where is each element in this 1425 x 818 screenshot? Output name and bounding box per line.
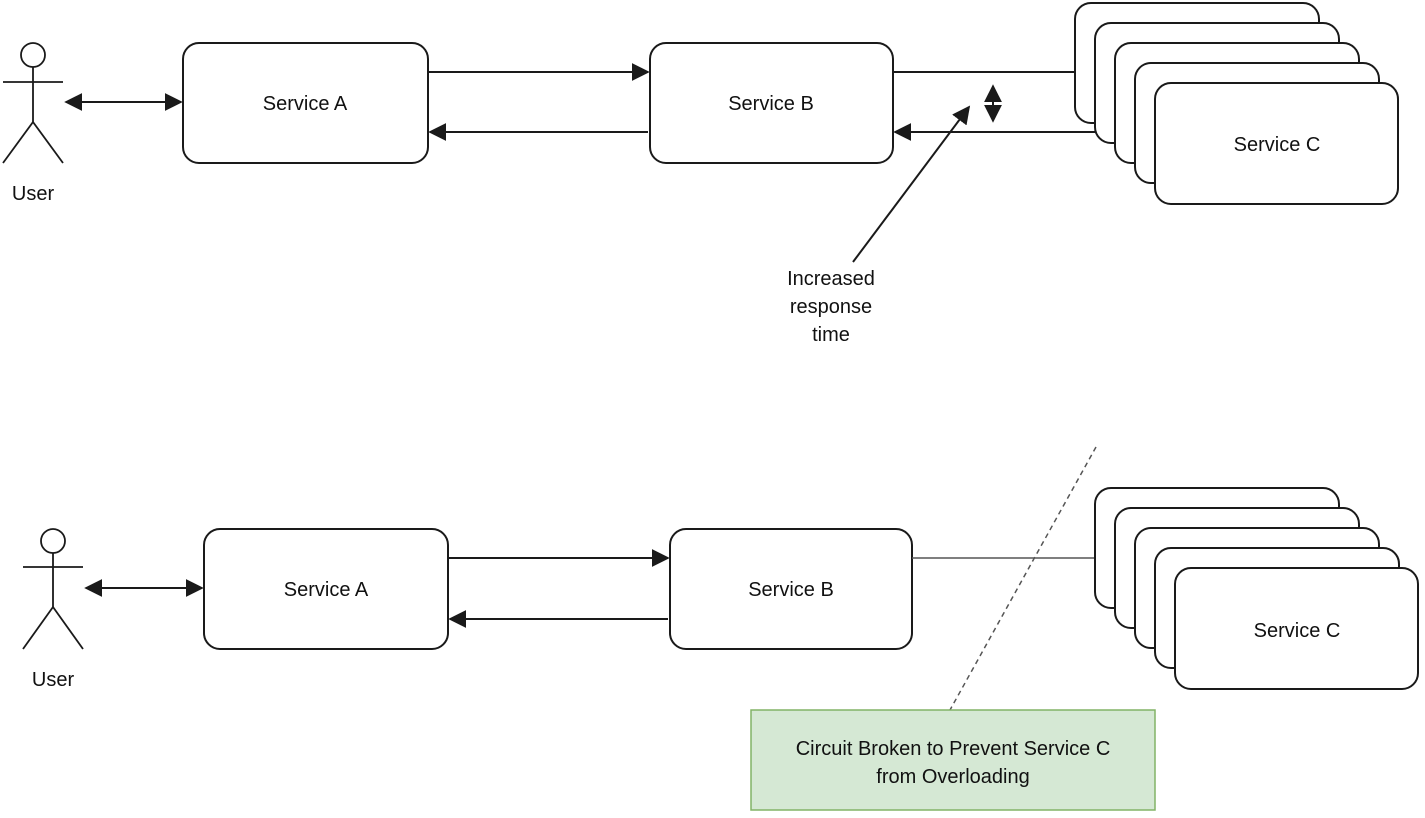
- user-actor-icon: [22, 528, 84, 650]
- service-b-label: Service B: [728, 93, 814, 115]
- service-b-label: Service B: [748, 579, 834, 601]
- service-a-label: Service A: [263, 93, 348, 115]
- top-diagram: User Service A Service B Increased respo…: [2, 2, 1399, 346]
- note-line-1: Circuit Broken to Prevent Service C: [796, 738, 1111, 760]
- circuit-breaker-dashed-line: [949, 446, 1097, 711]
- annotation-line-2: response: [790, 296, 872, 318]
- annotation-pointer-arrow: [852, 105, 971, 263]
- user-actor-icon: [2, 42, 64, 164]
- service-a-box: [182, 42, 429, 164]
- service-c-stack: Service C: [1074, 2, 1399, 205]
- user-label: User: [32, 669, 75, 691]
- service-b-box: [649, 42, 894, 164]
- note-line-2: from Overloading: [876, 766, 1029, 788]
- annotation-line-1: Increased: [787, 268, 875, 290]
- bottom-diagram: User Service A Service B Service C Circu…: [22, 446, 1419, 811]
- user-label: User: [12, 183, 55, 205]
- service-a-box: [203, 528, 449, 650]
- service-c-stack: Service C: [1094, 487, 1419, 690]
- service-c-box: [1154, 82, 1399, 205]
- service-c-box: [1174, 567, 1419, 690]
- circuit-broken-note-box: [750, 709, 1156, 811]
- service-c-label: Service C: [1234, 134, 1321, 156]
- service-c-label: Service C: [1254, 620, 1341, 642]
- service-a-label: Service A: [284, 579, 369, 601]
- annotation-line-3: time: [812, 324, 850, 346]
- service-b-box: [669, 528, 913, 650]
